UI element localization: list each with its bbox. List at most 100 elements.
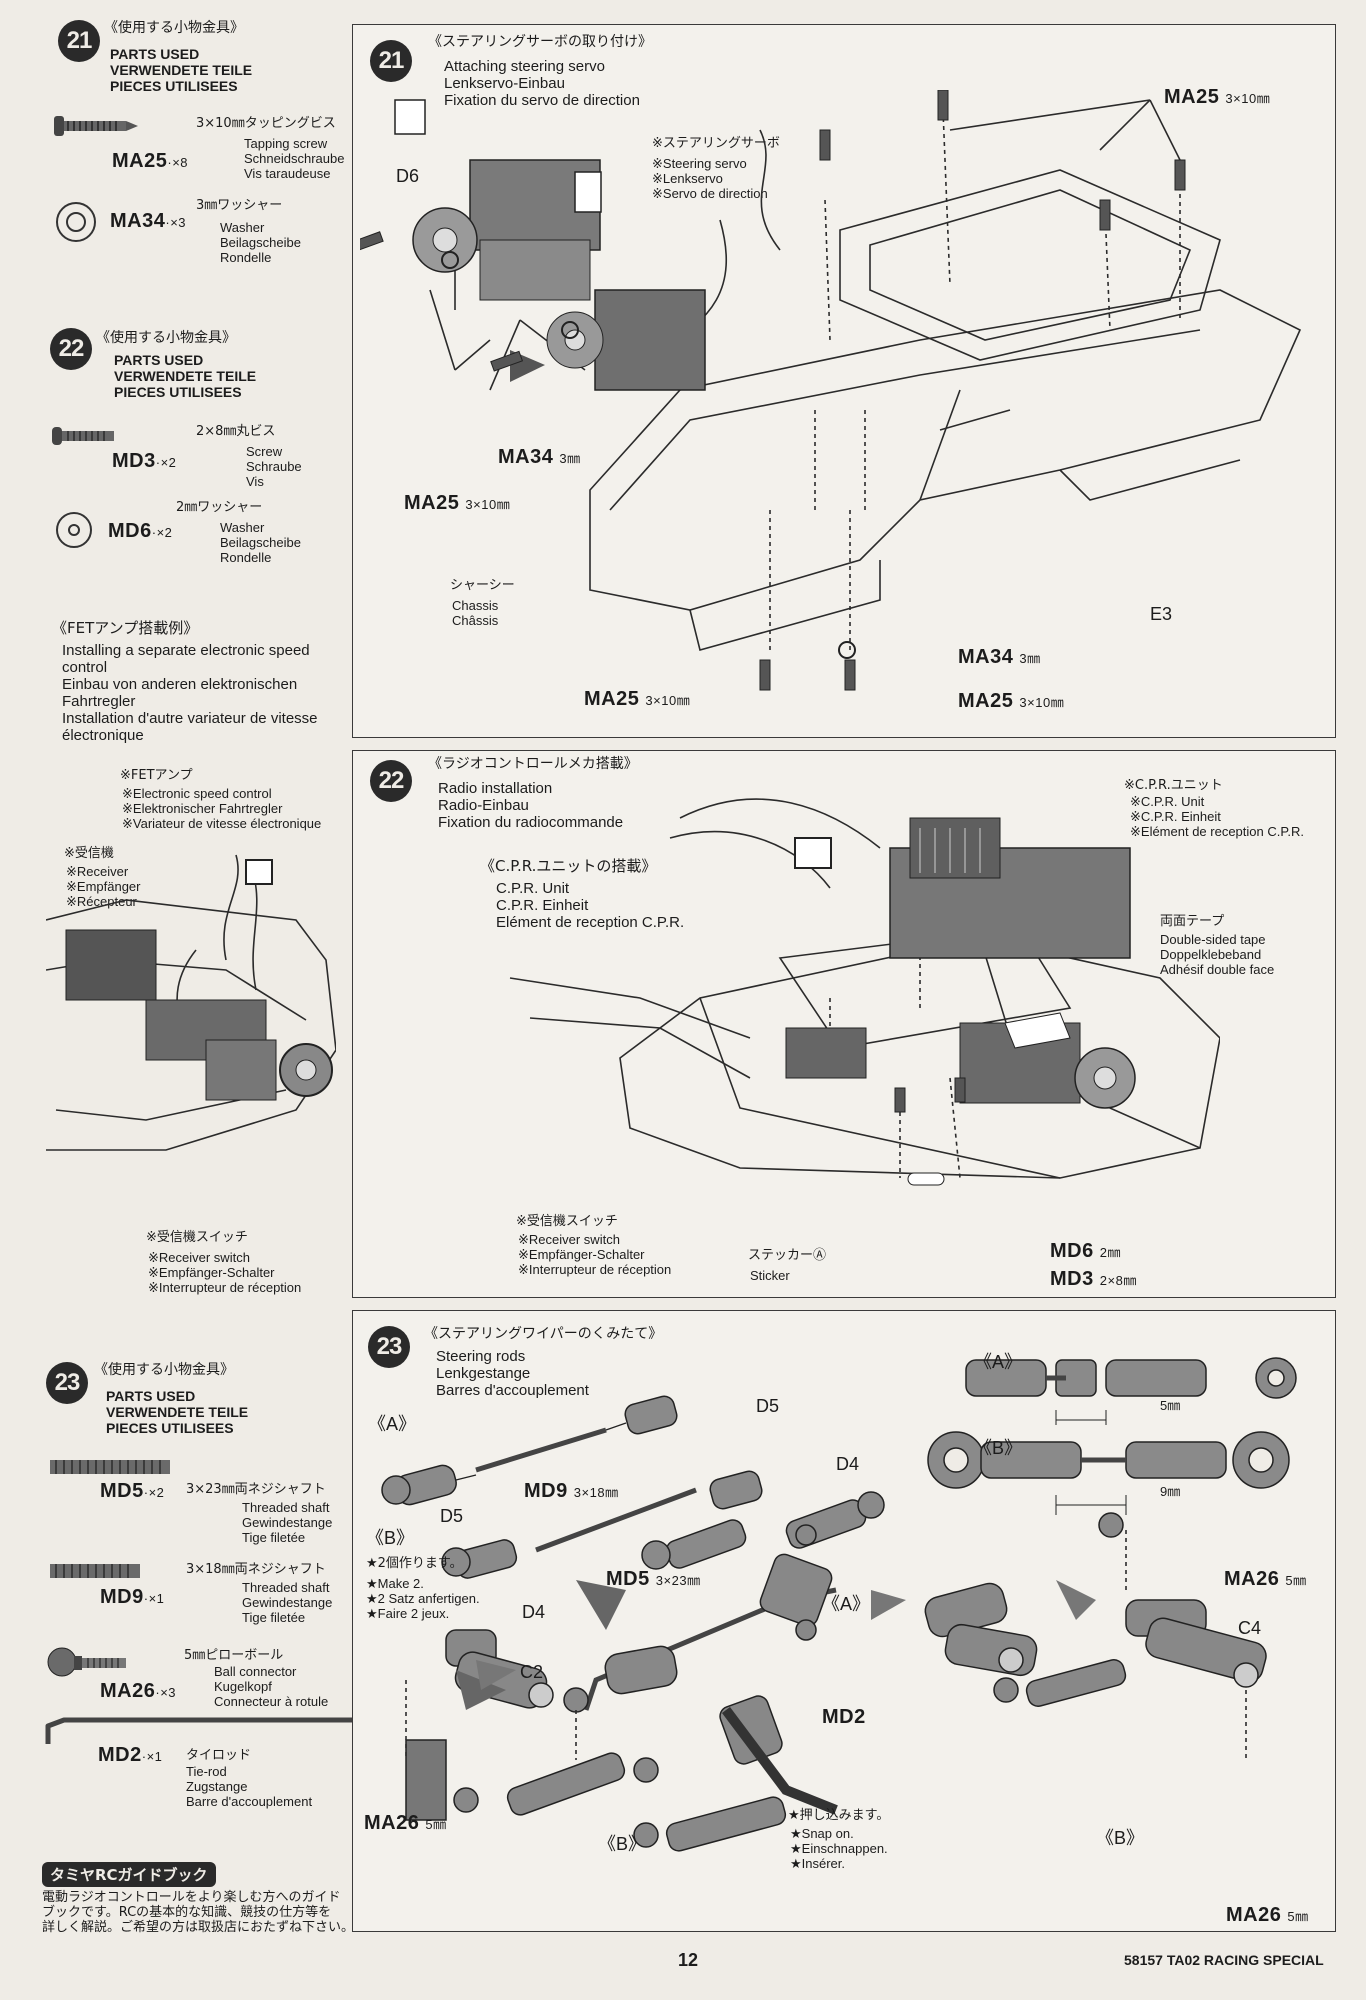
guide-book-text: 電動ラジオコントロールをより楽しむ方へのガイドブックです。RCの基本的な知識、競… xyxy=(42,1890,355,1935)
ma34-bottom-label: MA34 3㎜ xyxy=(958,646,1041,668)
fet-heading-jp: 《FETアンプ搭載例》 xyxy=(52,619,199,637)
tape-jp: 両面テープ xyxy=(1160,914,1225,929)
step-23-drawing xyxy=(381,1357,1297,1852)
sticker-jp: ステッカーⒶ xyxy=(748,1248,827,1263)
label-b-bottom-left: 《B》 xyxy=(598,1834,647,1854)
washer-icon xyxy=(56,512,92,548)
d4-top-label: D4 xyxy=(836,1454,860,1474)
snap-notes: ★Snap on.★Einschnappen.★Insérer. xyxy=(790,1826,888,1871)
ma25-bottom-left-label: MA25 3×10㎜ xyxy=(584,688,691,710)
make2-notes: ★Make 2.★2 Satz anfertigen.★Faire 2 jeux… xyxy=(366,1576,480,1621)
washer-icon xyxy=(56,202,96,242)
d6-label: D6 xyxy=(396,166,420,186)
step-23-number: 23 xyxy=(368,1326,410,1368)
md2-label: MD2 xyxy=(822,1706,866,1728)
step-23-badge: 23 xyxy=(46,1362,88,1404)
step-21-title-jp: 《ステアリングサーボの取り付け》 xyxy=(428,34,652,50)
ma26-right-bottom-label: MA26 5㎜ xyxy=(1226,1904,1309,1926)
md2-jp: タイロッド xyxy=(186,1748,252,1763)
md3-jp: 2×8㎜丸ビス xyxy=(196,424,276,439)
md3-code: MD3·×2 xyxy=(112,450,177,472)
md5-label: MD5 3×23㎜ xyxy=(606,1568,701,1590)
threaded-shaft-icon xyxy=(50,1564,140,1578)
fet-installation-drawing xyxy=(46,854,336,1151)
label-a-left: 《A》 xyxy=(368,1414,417,1434)
ma26-left-label: MA26 5㎜ xyxy=(364,1812,447,1834)
servo-jp: ※ステアリングサーボ xyxy=(652,136,780,151)
footer-model: 58157 TA02 RACING SPECIAL xyxy=(1124,1952,1324,1968)
fet-amp-names: ※Electronic speed control※Elektronischer… xyxy=(122,786,322,831)
d5-top-label: D5 xyxy=(756,1396,780,1416)
guide-book-title: タミヤRCガイドブック xyxy=(42,1862,216,1887)
ma26-right-top-label: MA26 5㎜ xyxy=(1224,1568,1307,1590)
label-b-bottom-right: 《B》 xyxy=(1096,1828,1145,1848)
label-b-left: 《B》 xyxy=(366,1528,415,1548)
label-a-right: 《A》 xyxy=(974,1352,1023,1372)
d4-bottom-label: D4 xyxy=(522,1602,546,1622)
md5-jp: 3×23㎜両ネジシャフト xyxy=(186,1482,326,1497)
ma34-servo-label: MA34 3㎜ xyxy=(498,446,581,468)
dim-5mm: 5㎜ xyxy=(1160,1398,1181,1413)
fet-receiver-jp: ※受信機 xyxy=(64,846,114,861)
ma34-jp: 3㎜ワッシャー xyxy=(196,198,283,213)
dim-9mm: 9㎜ xyxy=(1160,1484,1181,1499)
parts-heading-jp-23: 《使用する小物金具》 xyxy=(94,1362,234,1378)
md6-label: MD6 2㎜ xyxy=(1050,1240,1122,1262)
step-22-title-jp: 《ラジオコントロールメカ搭載》 xyxy=(428,756,638,772)
switch-jp: ※受信機スイッチ xyxy=(516,1214,618,1229)
snap-jp: ★押し込みます。 xyxy=(788,1808,890,1823)
md5-code: MD5·×2 xyxy=(100,1480,165,1502)
make2-jp: ★2個作ります。 xyxy=(366,1556,463,1571)
md6-jp: 2㎜ワッシャー xyxy=(176,500,263,515)
sticker-en: Sticker xyxy=(750,1268,790,1283)
step-21-badge: 21 xyxy=(58,20,100,62)
parts-heading-jp-21: 《使用する小物金具》 xyxy=(104,20,244,36)
threaded-shaft-icon xyxy=(50,1460,170,1474)
ma25-jp: 3×10㎜タッピングビス xyxy=(196,116,336,131)
md6-code: MD6·×2 xyxy=(108,520,173,542)
chassis-jp: シャーシー xyxy=(450,578,515,593)
d5-bottom-label: D5 xyxy=(440,1506,464,1526)
tie-rod-icon xyxy=(45,1717,371,1744)
cpr-note-names: ※C.P.R. Unit※C.P.R. Einheit※Elément de r… xyxy=(1130,794,1304,839)
ma25-code: MA25·×8 xyxy=(112,150,189,172)
step-22-drawing xyxy=(509,798,1220,1186)
parts-heading-jp-22: 《使用する小物金具》 xyxy=(96,330,236,346)
ma25-top-label: MA25 3×10㎜ xyxy=(1164,86,1271,108)
ma25-bottom-right-label: MA25 3×10㎜ xyxy=(958,690,1065,712)
step-22-badge: 22 xyxy=(50,328,92,370)
tapping-screw-icon xyxy=(54,116,138,136)
step-23-title-jp: 《ステアリングワイパーのくみたて》 xyxy=(424,1326,663,1342)
md2-code: MD2·×1 xyxy=(98,1744,163,1766)
md9-label: MD9 3×18㎜ xyxy=(524,1480,619,1502)
e3-label: E3 xyxy=(1150,604,1173,624)
step-22-panel xyxy=(352,750,1336,1298)
step-21-drawing xyxy=(360,90,1302,691)
c4-label: C4 xyxy=(1238,1618,1262,1638)
c2-label: C2 xyxy=(520,1662,544,1682)
md9-jp: 3×18㎜両ネジシャフト xyxy=(186,1562,326,1577)
label-b-right: 《B》 xyxy=(974,1438,1023,1458)
ma25-servo-label: MA25 3×10㎜ xyxy=(404,492,511,514)
switch-names: ※Receiver switch※Empfänger-Schalter※Inte… xyxy=(518,1232,672,1277)
cpr-note-jp: ※C.P.R.ユニット xyxy=(1124,778,1223,793)
md3-label: MD3 2×8㎜ xyxy=(1050,1268,1137,1290)
ma34-code: MA34·×3 xyxy=(110,210,187,232)
